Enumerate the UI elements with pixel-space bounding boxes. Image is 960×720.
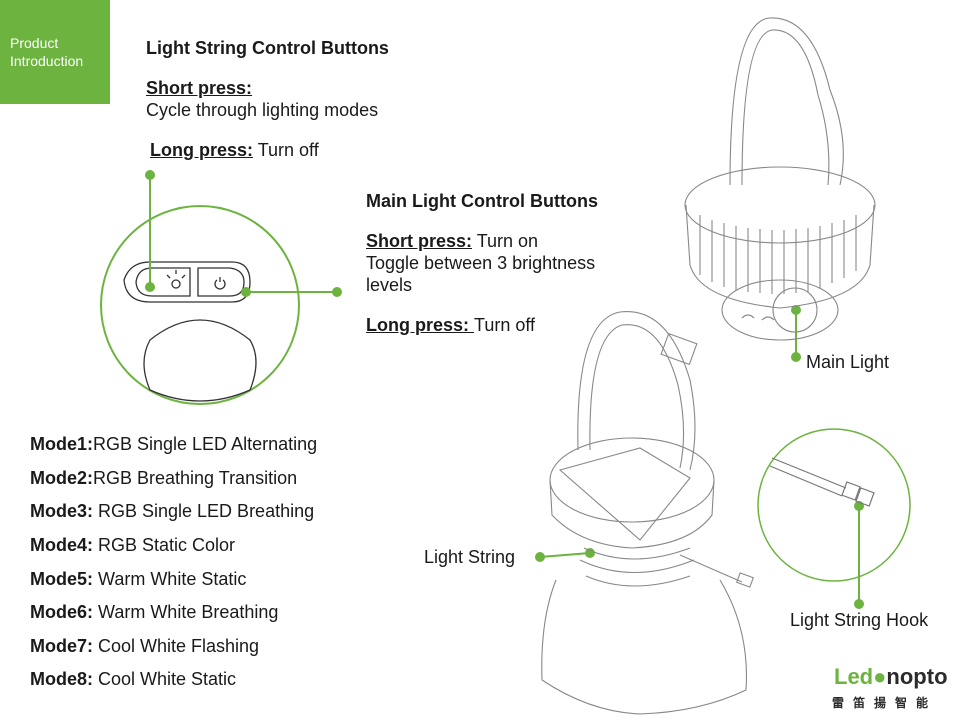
mode-text: RGB Single LED Breathing xyxy=(93,501,315,521)
logo-leaf-icon: ● xyxy=(873,664,887,689)
button-panel-drawing xyxy=(123,261,257,402)
main-short-text-2: Toggle between 3 brightness xyxy=(366,253,596,273)
mode-item-4: Mode4: RGB Static Color xyxy=(30,535,235,556)
tag-line-1: Product xyxy=(10,35,59,51)
mode-label: Mode8: xyxy=(30,669,93,689)
mode-item-3: Mode3: RGB Single LED Breathing xyxy=(30,501,314,522)
mode-text: Cool White Static xyxy=(93,669,237,689)
mode-item-2: Mode2:RGB Breathing Transition xyxy=(30,468,297,489)
mode-label: Mode5: xyxy=(30,569,93,589)
light-string-hook-label: Light String Hook xyxy=(790,610,929,630)
main-long-text: Turn off xyxy=(474,315,536,335)
string-long-press: Long press: Turn off xyxy=(150,139,319,161)
main-buttons-title: Main Light Control Buttons xyxy=(366,191,598,211)
mode-text: Warm White Breathing xyxy=(93,602,279,622)
main-light-label: Main Light xyxy=(806,352,890,372)
mode-item-8: Mode8: Cool White Static xyxy=(30,669,236,690)
tag-line-2: Introduction xyxy=(10,53,84,69)
mode-text: Warm White Static xyxy=(93,569,247,589)
hook-drawing xyxy=(769,457,875,507)
mode-item-6: Mode6: Warm White Breathing xyxy=(30,602,278,623)
mode-label: Mode2: xyxy=(30,468,93,488)
mode-label: Mode6: xyxy=(30,602,93,622)
mode-item-5: Mode5: Warm White Static xyxy=(30,569,246,590)
lantern-main-drawing xyxy=(684,17,876,341)
mode-label: Mode4: xyxy=(30,535,93,555)
mode-label: Mode7: xyxy=(30,636,93,656)
string-short-text: Cycle through lighting modes xyxy=(146,100,379,120)
mode-text: RGB Breathing Transition xyxy=(93,468,298,488)
brand-logo-subtitle: 雷笛揚智能 xyxy=(832,696,938,710)
brand-logo: Led●nopto xyxy=(834,664,948,690)
light-string-label: Light String xyxy=(424,547,516,567)
main-long-press: Long press: Turn off xyxy=(366,314,535,336)
mode-label: Mode3: xyxy=(30,501,93,521)
main-short-press: Short press: Turn on xyxy=(366,230,538,252)
mode-label: Mode1: xyxy=(30,434,93,454)
string-buttons-title: Light String Control Buttons xyxy=(146,38,389,58)
main-long-label: Long press: xyxy=(366,315,475,335)
mode-item-7: Mode7: Cool White Flashing xyxy=(30,636,259,657)
callout-lines xyxy=(145,170,864,609)
logo-text-2: nopto xyxy=(886,664,948,689)
string-long-label: Long press: xyxy=(150,140,254,160)
main-short-text: Turn on xyxy=(472,231,539,251)
mode-text: RGB Single LED Alternating xyxy=(93,434,318,454)
logo-text-1: Led xyxy=(834,664,874,689)
hook-closeup-circle xyxy=(757,428,911,582)
lantern-string-drawing xyxy=(541,311,754,715)
mode-item-1: Mode1:RGB Single LED Alternating xyxy=(30,434,317,455)
section-tag: Product Introduction xyxy=(0,0,110,104)
string-short-press: Short press: xyxy=(146,77,252,99)
button-closeup-circle xyxy=(100,205,300,405)
string-short-label: Short press: xyxy=(146,78,253,98)
main-short-text-3: levels xyxy=(366,275,413,295)
string-long-text: Turn off xyxy=(253,140,319,160)
main-short-label: Short press: xyxy=(366,231,473,251)
mode-text: RGB Static Color xyxy=(93,535,236,555)
mode-text: Cool White Flashing xyxy=(93,636,260,656)
